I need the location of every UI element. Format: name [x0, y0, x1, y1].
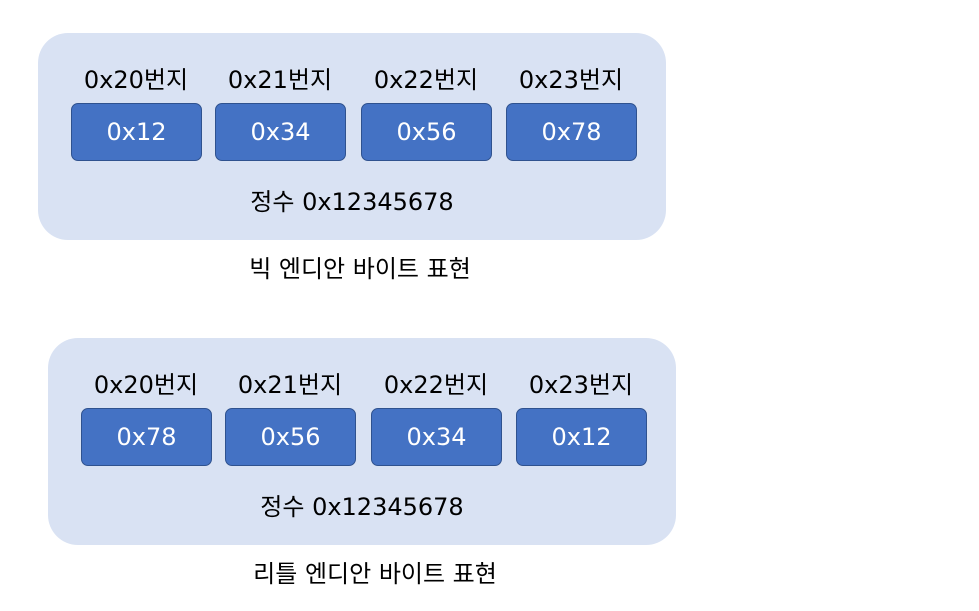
address-label: 0x23번지 — [528, 371, 634, 399]
little-endian-panel: 0x20번지 0x21번지 0x22번지 0x23번지 0x78 0x56 0x… — [48, 338, 676, 545]
byte-box: 0x34 — [215, 103, 346, 161]
byte-box: 0x78 — [81, 408, 212, 466]
big-endian-caption: 빅 엔디안 바이트 표현 — [249, 255, 471, 283]
byte-box: 0x34 — [371, 408, 502, 466]
big-endian-panel: 0x20번지 0x21번지 0x22번지 0x23번지 0x12 0x34 0x… — [38, 33, 666, 240]
address-label: 0x22번지 — [373, 66, 479, 94]
address-label: 0x23번지 — [518, 66, 624, 94]
byte-box: 0x12 — [516, 408, 647, 466]
address-label: 0x20번지 — [93, 371, 199, 399]
integer-label: 정수 0x12345678 — [250, 188, 454, 216]
address-label: 0x20번지 — [83, 66, 189, 94]
byte-box: 0x56 — [225, 408, 356, 466]
byte-box: 0x12 — [71, 103, 202, 161]
little-endian-caption: 리틀 엔디안 바이트 표현 — [253, 560, 497, 588]
address-label: 0x21번지 — [227, 66, 333, 94]
address-label: 0x21번지 — [237, 371, 343, 399]
integer-label: 정수 0x12345678 — [260, 493, 464, 521]
address-label: 0x22번지 — [383, 371, 489, 399]
byte-box: 0x56 — [361, 103, 492, 161]
byte-box: 0x78 — [506, 103, 637, 161]
